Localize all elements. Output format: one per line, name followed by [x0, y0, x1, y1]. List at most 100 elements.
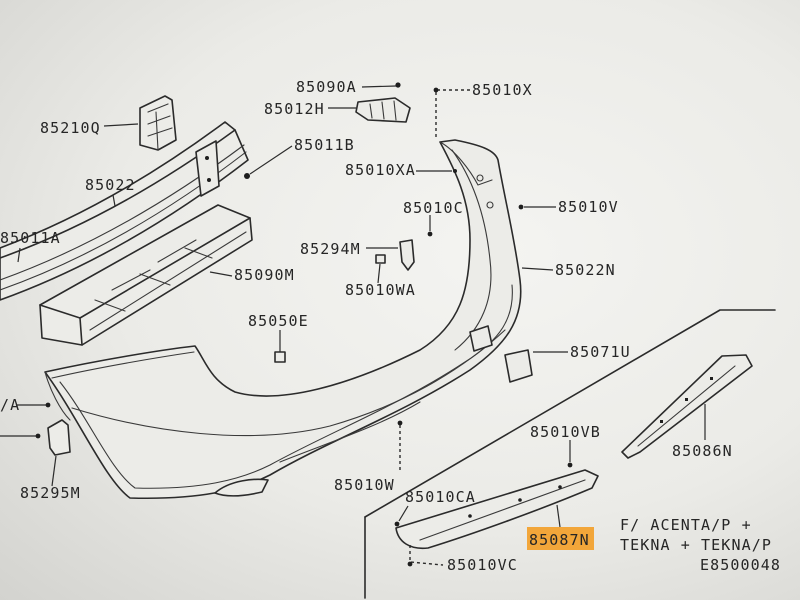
trim-85086N [621, 354, 753, 459]
fascia-crease [71, 329, 506, 437]
leader-85087N [556, 504, 561, 528]
label-85011B: 85011B [294, 136, 355, 154]
label-85010V: 85010V [558, 198, 619, 216]
clip-85010WA [375, 254, 386, 264]
beam-mount-plate [195, 140, 220, 197]
clip-85010VC [407, 561, 413, 567]
part-labels: 85090A 85012H 85010X 85210Q 85011B 85010… [0, 78, 733, 574]
clip-85010C [427, 231, 433, 237]
diffuser-inner-line [419, 479, 586, 541]
label-85050E: 85050E [248, 312, 309, 330]
label-85012H: 85012H [264, 100, 325, 118]
reinforcement-beam [0, 121, 249, 301]
trim-tab [685, 398, 688, 401]
label-85090M: 85090M [234, 266, 295, 284]
label-85210Q: 85210Q [40, 119, 101, 137]
variant-note-line-1: F/ ACENTA/P + [620, 516, 752, 534]
clip-85010CA [394, 521, 400, 527]
label-85010C: 85010C [403, 199, 464, 217]
clip-85010W [397, 420, 403, 426]
trim-inner-line [637, 365, 736, 447]
trim-tab [660, 420, 663, 423]
label-85011A: 85011A [0, 229, 61, 247]
fascia-corner-line [451, 149, 492, 351]
absorber-corner-edge [79, 317, 83, 346]
leader-85011A [17, 247, 21, 263]
clip-85010X [433, 87, 439, 93]
clip-cut-left-lower [35, 433, 41, 439]
clip-85010V [518, 204, 524, 210]
bolt-85011B [244, 173, 250, 179]
label-85294M: 85294M [300, 240, 361, 258]
screw-85090A [395, 82, 401, 88]
leader-85090M [209, 271, 233, 277]
label-85010X: 85010X [472, 81, 533, 99]
fascia-top-rim [51, 351, 195, 379]
clip-85010XA [453, 169, 457, 173]
side-bracket-ribs [369, 100, 397, 121]
absorber-face-line [89, 231, 247, 331]
diffuser-body [395, 469, 599, 550]
bumper-fascia [44, 139, 522, 500]
fascia-reflector [214, 478, 269, 497]
leader-85010CA [398, 505, 409, 522]
variant-note-line-2: TEKNA + TEKNA/P [620, 536, 772, 554]
leader-85090A [361, 85, 397, 88]
upper-bracket [139, 95, 177, 151]
leader-85011B [249, 145, 293, 175]
diffuser-tab [558, 485, 562, 489]
frame-diagonal-line [364, 309, 776, 518]
bracket-85294M [399, 239, 415, 271]
clip-cut-left [45, 402, 51, 408]
fascia-mount-hole [486, 201, 494, 209]
section-frame [364, 309, 776, 599]
absorber-ribs [94, 239, 213, 312]
upper-bracket-ribs [147, 103, 173, 151]
label-85010CA: 85010CA [405, 488, 476, 506]
fascia-diffuser-groove [279, 401, 421, 463]
leader-85022 [112, 194, 116, 207]
upper-bracket-body [139, 95, 177, 151]
label-cut-left: /A [0, 396, 20, 414]
label-85010W: 85010W [334, 476, 395, 494]
clip-85050E [274, 351, 286, 363]
label-85010VC: 85010VC [447, 556, 518, 574]
leader-lines [0, 82, 706, 567]
fascia-side-slot [469, 325, 493, 352]
label-85010VB: 85010VB [530, 423, 601, 441]
leader-85022N [521, 267, 554, 271]
label-85086N: 85086N [672, 442, 733, 460]
label-85295M: 85295M [20, 484, 81, 502]
tow-hook-cover-85071U [504, 349, 533, 383]
label-85090A: 85090A [296, 78, 357, 96]
leader-85210Q [103, 123, 139, 127]
fascia-left-edge [44, 371, 71, 421]
label-85022N: 85022N [555, 261, 616, 279]
catalog-code: E8500048 [700, 556, 781, 574]
beam-stud [207, 178, 211, 182]
diffuser-tab [468, 514, 472, 518]
diffuser-tab [518, 498, 522, 502]
beam-stud [205, 156, 209, 160]
variant-note: F/ ACENTA/P + TEKNA + TEKNA/P [620, 516, 772, 554]
leader-85010WA [377, 263, 381, 284]
label-85071U: 85071U [570, 343, 631, 361]
fascia-mount-hole [476, 174, 484, 182]
side-bracket [355, 97, 411, 123]
energy-absorber [39, 204, 253, 346]
leader-85010X [435, 89, 470, 138]
label-85087N-highlighted: 85087N [529, 531, 590, 549]
bracket-85295M [47, 419, 71, 456]
fascia-upper-flange [439, 141, 493, 186]
label-85010XA: 85010XA [345, 161, 416, 179]
diffuser-85087N [395, 469, 599, 550]
highlight-box [527, 527, 594, 550]
clip-85010VB [567, 462, 573, 468]
label-85022: 85022 [85, 176, 136, 194]
trim-tab [710, 377, 713, 380]
beam-body [0, 121, 249, 301]
label-85010WA: 85010WA [345, 281, 416, 299]
leader-85295M [51, 455, 57, 487]
